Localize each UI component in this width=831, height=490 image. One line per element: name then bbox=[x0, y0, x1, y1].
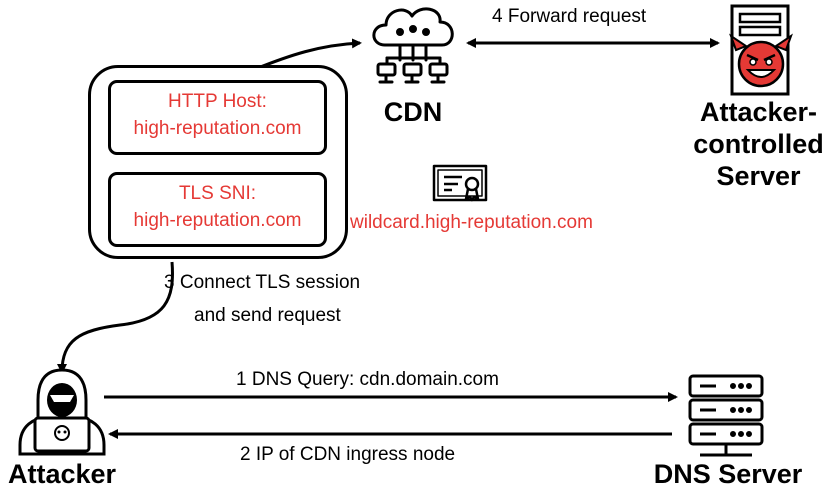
step1-label: 1 DNS Query: cdn.domain.com bbox=[236, 369, 499, 390]
step3-label-line1: 3 Connect TLS session bbox=[164, 272, 361, 293]
devil-server-icon bbox=[729, 4, 793, 96]
certificate-icon bbox=[432, 164, 488, 202]
step2-label: 2 IP of CDN ingress node bbox=[240, 444, 456, 465]
edge-step3 bbox=[57, 261, 174, 374]
server-rack-icon bbox=[688, 374, 764, 457]
hooded-hacker-icon bbox=[18, 368, 106, 456]
http-host-label: HTTP Host: bbox=[168, 91, 267, 112]
attacker-server-label-line2: controlled bbox=[693, 129, 824, 159]
tls-sni-label: TLS SNI: bbox=[178, 183, 257, 204]
attacker-label: Attacker bbox=[7, 459, 117, 489]
step3-label-line2: and send request bbox=[194, 305, 341, 326]
attacker-server-label-line3: Server bbox=[716, 161, 801, 191]
tls-sni-value: high-reputation.com bbox=[133, 210, 302, 231]
step4-label: 4 Forward request bbox=[492, 6, 647, 27]
cdn-label: CDN bbox=[383, 97, 443, 127]
certificate-domain: wildcard.high-reputation.com bbox=[350, 212, 593, 233]
attacker-server-label-line1: Attacker- bbox=[699, 97, 818, 127]
attacker-server-label: Attacker- controlled Server bbox=[686, 96, 831, 192]
tls-sni-box: TLS SNI: high-reputation.com bbox=[108, 172, 327, 247]
http-host-box: HTTP Host: high-reputation.com bbox=[108, 80, 327, 155]
cloud-network-icon bbox=[372, 7, 454, 84]
http-host-value: high-reputation.com bbox=[133, 118, 302, 139]
dns-server-label: DNS Server bbox=[653, 459, 803, 489]
